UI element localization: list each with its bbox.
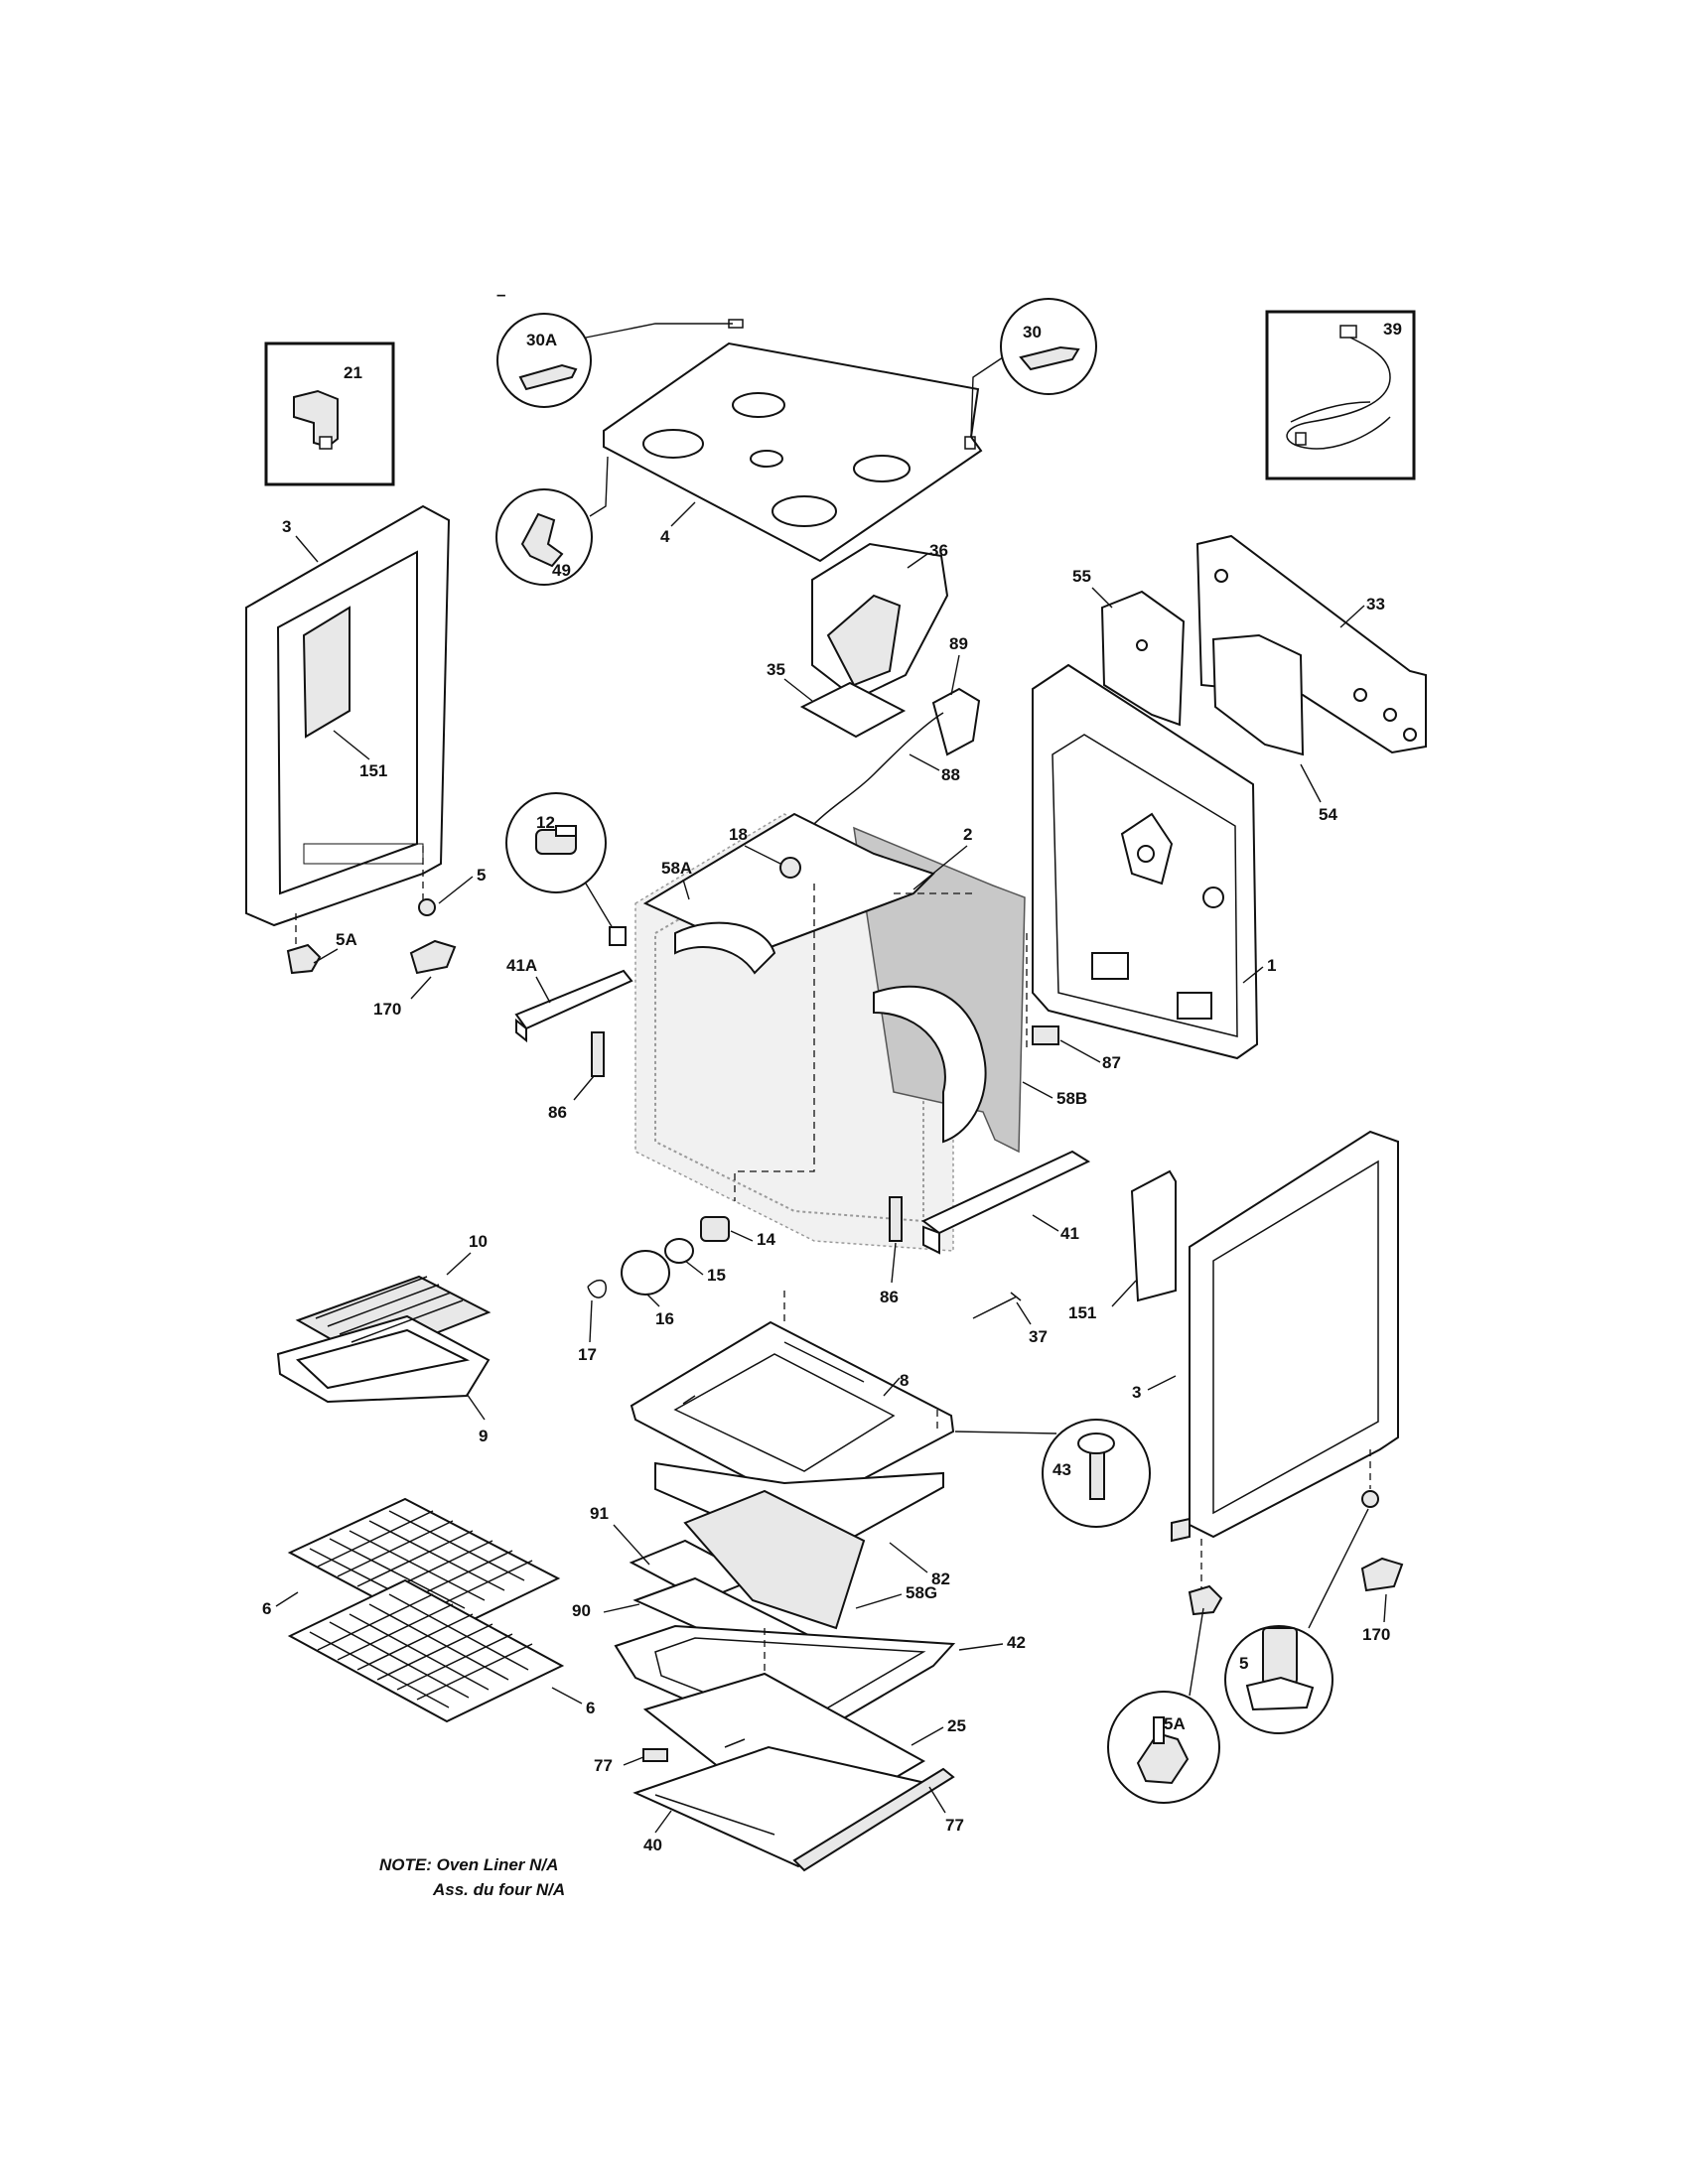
part-37: 37 (972, 1292, 1048, 1346)
label-37: 37 (1029, 1327, 1048, 1346)
label-17: 17 (578, 1345, 597, 1364)
light-assembly: 14 15 16 17 (578, 1216, 775, 1364)
label-33: 33 (1366, 595, 1385, 614)
part-41: 41 (921, 1150, 1091, 1255)
label-58b: 58B (1056, 1089, 1087, 1108)
broiler-pan: 10 9 (276, 1232, 491, 1445)
callout-5: 5 (1224, 1508, 1369, 1734)
label-21: 21 (344, 363, 362, 382)
inset-box-39: 39 (1265, 310, 1416, 480)
part-151-right: 151 (1068, 1169, 1177, 1322)
rear-wall-1: 1 (1032, 663, 1276, 1060)
label-40: 40 (643, 1836, 662, 1854)
label-2: 2 (963, 825, 972, 844)
label-25: 25 (947, 1716, 966, 1735)
label-12: 12 (536, 813, 555, 832)
label-5a-top: 5A (336, 930, 357, 949)
label-58g: 58G (906, 1583, 937, 1602)
part-86-mid: 86 (880, 1196, 903, 1306)
label-15: 15 (707, 1266, 726, 1285)
label-43: 43 (1052, 1460, 1071, 1479)
label-9: 9 (479, 1427, 488, 1445)
label-6-top: 6 (262, 1599, 271, 1618)
top-dash-mark: – (496, 285, 505, 304)
label-5-bottom: 5 (1239, 1654, 1248, 1673)
part-86-left: 86 (548, 1031, 605, 1122)
label-86-mid: 86 (880, 1288, 899, 1306)
label-77-right: 77 (945, 1816, 964, 1835)
label-5a-bottom: 5A (1164, 1714, 1186, 1733)
label-18: 18 (729, 825, 748, 844)
note-line-2: Ass. du four N/A (432, 1880, 565, 1899)
label-39: 39 (1383, 320, 1402, 339)
label-10: 10 (469, 1232, 488, 1251)
part-33-54: 33 54 (1195, 534, 1427, 824)
label-58a: 58A (661, 859, 692, 878)
label-4: 4 (660, 527, 670, 546)
label-91: 91 (590, 1504, 609, 1523)
label-87: 87 (1102, 1053, 1121, 1072)
label-6-bottom: 6 (586, 1699, 595, 1717)
right-hardware: 170 (1188, 1449, 1404, 1644)
inset-box-21: 21 (264, 341, 395, 486)
right-side-panel: 3 (1132, 1130, 1399, 1543)
label-54: 54 (1319, 805, 1337, 824)
part-41a: 41A (506, 956, 633, 1043)
label-49: 49 (552, 561, 571, 580)
note-line-1: NOTE: Oven Liner N/A (379, 1855, 558, 1874)
label-30a: 30A (526, 331, 557, 349)
callout-43: 43 (954, 1419, 1151, 1528)
label-90: 90 (572, 1601, 591, 1620)
label-86-left: 86 (548, 1103, 567, 1122)
label-8: 8 (900, 1371, 909, 1390)
callout-30a: 30A (496, 313, 744, 408)
label-5-top: 5 (477, 866, 486, 885)
label-170-right: 170 (1362, 1625, 1390, 1644)
left-side-panel: 3 151 (245, 504, 451, 927)
oven-racks: 6 6 (262, 1497, 595, 1723)
label-36: 36 (929, 541, 948, 560)
left-hardware: 5 5A 170 (286, 846, 486, 1019)
label-88: 88 (941, 765, 960, 784)
part-36: 36 (811, 541, 949, 701)
label-77-left: 77 (594, 1756, 613, 1775)
cooktop-panel: 4 (603, 341, 983, 563)
part-35: 35 (767, 660, 907, 739)
callout-30: 30 (964, 298, 1097, 450)
label-170-left: 170 (373, 1000, 401, 1019)
label-3-right: 3 (1132, 1383, 1141, 1402)
callout-49: 49 (495, 456, 609, 586)
part-55: 55 (1072, 567, 1186, 727)
label-55: 55 (1072, 567, 1091, 586)
label-151-right: 151 (1068, 1303, 1096, 1322)
label-35: 35 (767, 660, 785, 679)
label-41a: 41A (506, 956, 537, 975)
callout-5a: 5A (1107, 1607, 1220, 1804)
part-8: 8 (630, 1291, 955, 1511)
label-16: 16 (655, 1309, 674, 1328)
oven-cavity: 58A 18 2 58B (634, 812, 1087, 1252)
part-89-88: 89 88 (813, 634, 981, 825)
label-82: 82 (931, 1570, 950, 1588)
label-3-left: 3 (282, 517, 291, 536)
part-87: 87 (1026, 933, 1121, 1072)
label-1: 1 (1267, 956, 1276, 975)
label-30: 30 (1023, 323, 1042, 341)
label-42: 42 (1007, 1633, 1026, 1652)
callout-12: 12 (505, 792, 627, 946)
label-151-left: 151 (359, 761, 387, 780)
label-41: 41 (1060, 1224, 1079, 1243)
label-14: 14 (757, 1230, 775, 1249)
label-89: 89 (949, 634, 968, 653)
part-77-40: 77 77 40 (594, 1745, 964, 1872)
